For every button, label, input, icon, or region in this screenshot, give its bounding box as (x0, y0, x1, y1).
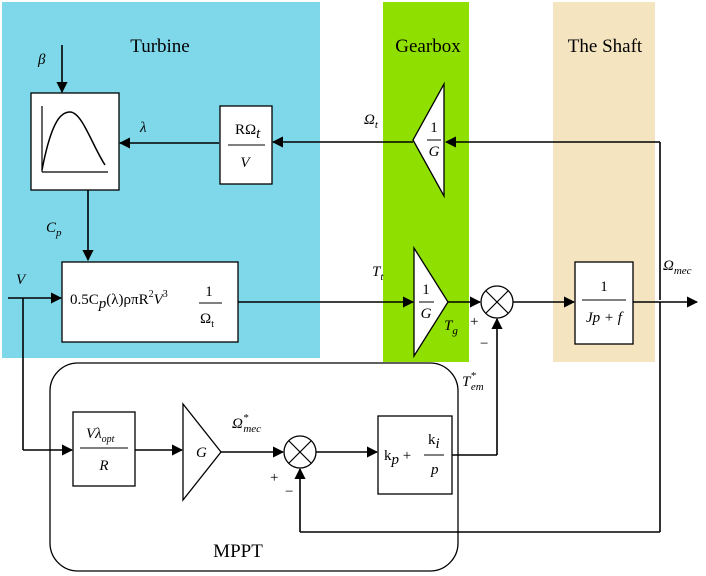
lambda-label: λ (139, 120, 147, 136)
shaft-num: 1 (600, 279, 608, 295)
cp-curve-icon (41, 111, 106, 171)
gearbox-gain-bottom-den: G (421, 306, 432, 322)
t-g-label: Tg (444, 318, 458, 337)
sum1-plus-sign: + (470, 314, 478, 330)
cp-curve-block (30, 92, 120, 191)
gearbox-title: Gearbox (395, 36, 461, 57)
mppt-gain (182, 402, 222, 502)
aero-torque-block (61, 261, 239, 343)
optimal-speed-num: Vλopt (86, 426, 115, 445)
shaft-block (574, 261, 634, 345)
optimal-speed-den: R (98, 458, 108, 474)
beta-label: β (37, 52, 46, 68)
pi-controller-frac-num: ki (428, 432, 440, 452)
t-t-label: Tt (372, 264, 384, 283)
v-label: V (16, 272, 27, 288)
pi-controller-expr: kp + (384, 448, 411, 468)
mppt-container (49, 362, 459, 572)
tsr-denominator: V (240, 155, 251, 171)
turbine-title: Turbine (130, 36, 189, 57)
tsr-numerator: RΩt (235, 122, 261, 142)
sum-junction-torque-x2 (485, 290, 509, 314)
omega-mec-label: Ωmec (663, 258, 692, 277)
gearbox-gain-bottom-num: 1 (422, 282, 430, 298)
sum2-plus-sign: + (270, 470, 278, 486)
sum1-minus-sign: − (480, 336, 488, 352)
aero-torque-expression: 0.5Cp(λ)ρπR2V3 (70, 289, 168, 312)
optimal-speed-block (72, 411, 136, 487)
cp-label: Cp (46, 220, 62, 239)
gearbox-gain-top-den: G (429, 144, 440, 160)
shaft-den: Jp + f (586, 310, 624, 326)
t-em-label: T*em (462, 370, 484, 393)
aero-torque-frac-num: 1 (205, 284, 213, 300)
sum-junction-speed-x2 (288, 440, 312, 464)
shaft-title: The Shaft (568, 36, 643, 57)
pi-controller-frac-den: p (430, 462, 439, 478)
omega-t-label: Ωt (364, 112, 379, 131)
aero-torque-frac-den: Ωt (200, 311, 214, 330)
mppt-title: MPPT (213, 541, 263, 562)
omega-ref-label: Ω*mec (232, 412, 261, 435)
sum2-minus-sign: − (285, 484, 293, 500)
mppt-gain-label: G (196, 445, 207, 461)
gearbox-gain-top-num: 1 (430, 120, 438, 136)
